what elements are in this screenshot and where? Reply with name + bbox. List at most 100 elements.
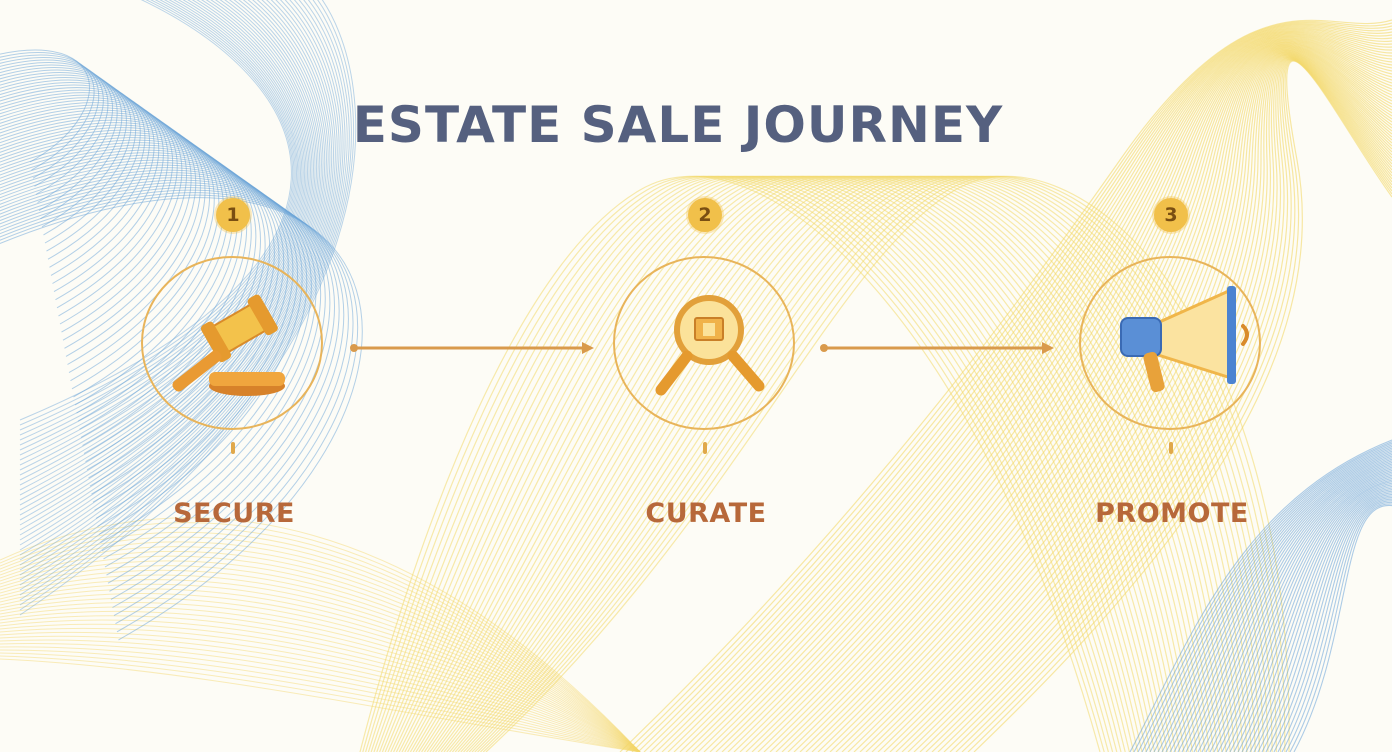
wave-line xyxy=(0,627,641,752)
wave-line xyxy=(19,0,340,576)
wave-line xyxy=(0,517,641,752)
wave-line xyxy=(877,52,1392,752)
wave-line xyxy=(0,94,174,309)
wave-line xyxy=(0,182,335,592)
wave-line xyxy=(387,175,1143,752)
wave-line xyxy=(0,536,641,752)
wave-line xyxy=(359,175,1101,752)
wave-line xyxy=(1141,444,1392,752)
wave-line xyxy=(649,25,1392,752)
wave-line xyxy=(0,107,197,349)
wave-line xyxy=(919,56,1392,752)
wave-line xyxy=(0,84,155,276)
wave-line xyxy=(643,24,1392,752)
wave-line xyxy=(1185,461,1392,752)
wave-line xyxy=(1257,490,1392,752)
wave-line xyxy=(370,175,1118,752)
wave-line xyxy=(0,560,641,752)
wave-line xyxy=(679,29,1392,752)
wave-line xyxy=(793,44,1392,752)
megaphone-icon xyxy=(1120,286,1249,393)
wave-line xyxy=(0,639,641,752)
wave-line xyxy=(19,0,322,526)
wave-line xyxy=(0,184,340,600)
wave-line xyxy=(1153,449,1392,752)
wave-line xyxy=(1165,453,1392,752)
wave-line xyxy=(1269,495,1392,752)
step-label: PROMOTE xyxy=(1095,498,1249,529)
wave-line xyxy=(0,546,641,752)
wave-line xyxy=(401,175,1164,752)
wave-line xyxy=(19,0,348,596)
step-label: CURATE xyxy=(645,498,767,529)
blue-wave-pattern-right xyxy=(1129,439,1392,752)
wave-line xyxy=(0,579,641,752)
wave-line xyxy=(19,0,336,566)
wave-line xyxy=(19,0,346,591)
wave-line xyxy=(859,51,1392,752)
wave-line xyxy=(0,649,641,752)
wave-line xyxy=(1197,466,1392,752)
wave-line xyxy=(871,52,1392,752)
step-secure: 1 SECURE xyxy=(124,198,344,538)
wave-line xyxy=(1233,481,1392,752)
wave-line xyxy=(421,175,1193,752)
wave-line xyxy=(1293,505,1392,752)
wave-line xyxy=(655,26,1392,752)
wave-line xyxy=(393,175,1151,752)
wave-line xyxy=(0,189,349,617)
wave-line xyxy=(0,164,303,536)
wave-line xyxy=(0,610,641,752)
step-icon-ring xyxy=(613,256,795,430)
wave-line xyxy=(817,46,1392,752)
arrow-secure-to-curate xyxy=(350,342,594,354)
wave-line xyxy=(733,37,1392,752)
wave-line xyxy=(1285,501,1392,752)
wave-line xyxy=(19,0,354,611)
wave-line xyxy=(0,187,345,608)
wave-line xyxy=(673,29,1392,752)
wave-line xyxy=(721,35,1392,752)
wave-line xyxy=(637,23,1392,752)
wave-line xyxy=(19,0,321,521)
wave-line xyxy=(967,59,1392,752)
wave-line xyxy=(0,522,641,752)
wave-line xyxy=(395,175,1156,752)
wave-line xyxy=(0,619,641,752)
wave-line xyxy=(0,79,146,260)
wave-line xyxy=(697,32,1392,752)
wave-line xyxy=(973,60,1392,752)
wave-line xyxy=(0,194,359,633)
wave-line xyxy=(1133,441,1392,752)
wave-line xyxy=(1213,473,1392,752)
wave-line xyxy=(1249,487,1392,752)
step-tick xyxy=(703,442,707,454)
wave-line xyxy=(1265,493,1392,752)
wave-line xyxy=(0,174,322,568)
wave-line xyxy=(19,0,309,481)
wave-line xyxy=(799,45,1392,752)
wave-line xyxy=(925,56,1392,752)
wave-line xyxy=(418,175,1189,752)
wave-line xyxy=(19,0,344,586)
step-tick xyxy=(1169,442,1173,454)
wave-line xyxy=(0,606,641,752)
magnifier-icon xyxy=(655,295,765,396)
wave-line xyxy=(365,175,1109,752)
wave-line xyxy=(0,192,354,625)
wave-line xyxy=(1205,469,1392,752)
wave-line xyxy=(0,112,206,365)
wave-line xyxy=(19,0,311,491)
wave-line xyxy=(661,27,1392,752)
step-label: SECURE xyxy=(173,498,295,529)
wave-line xyxy=(0,74,137,244)
wave-line xyxy=(0,597,641,752)
step-promote: 3 PROMOTE xyxy=(1062,198,1282,538)
wave-line xyxy=(0,588,641,752)
wave-line xyxy=(619,19,1392,752)
wave-line xyxy=(482,175,1286,752)
wave-line xyxy=(381,175,1135,752)
step-tick xyxy=(231,442,235,454)
wave-line xyxy=(19,0,342,581)
wave-line xyxy=(703,33,1392,752)
